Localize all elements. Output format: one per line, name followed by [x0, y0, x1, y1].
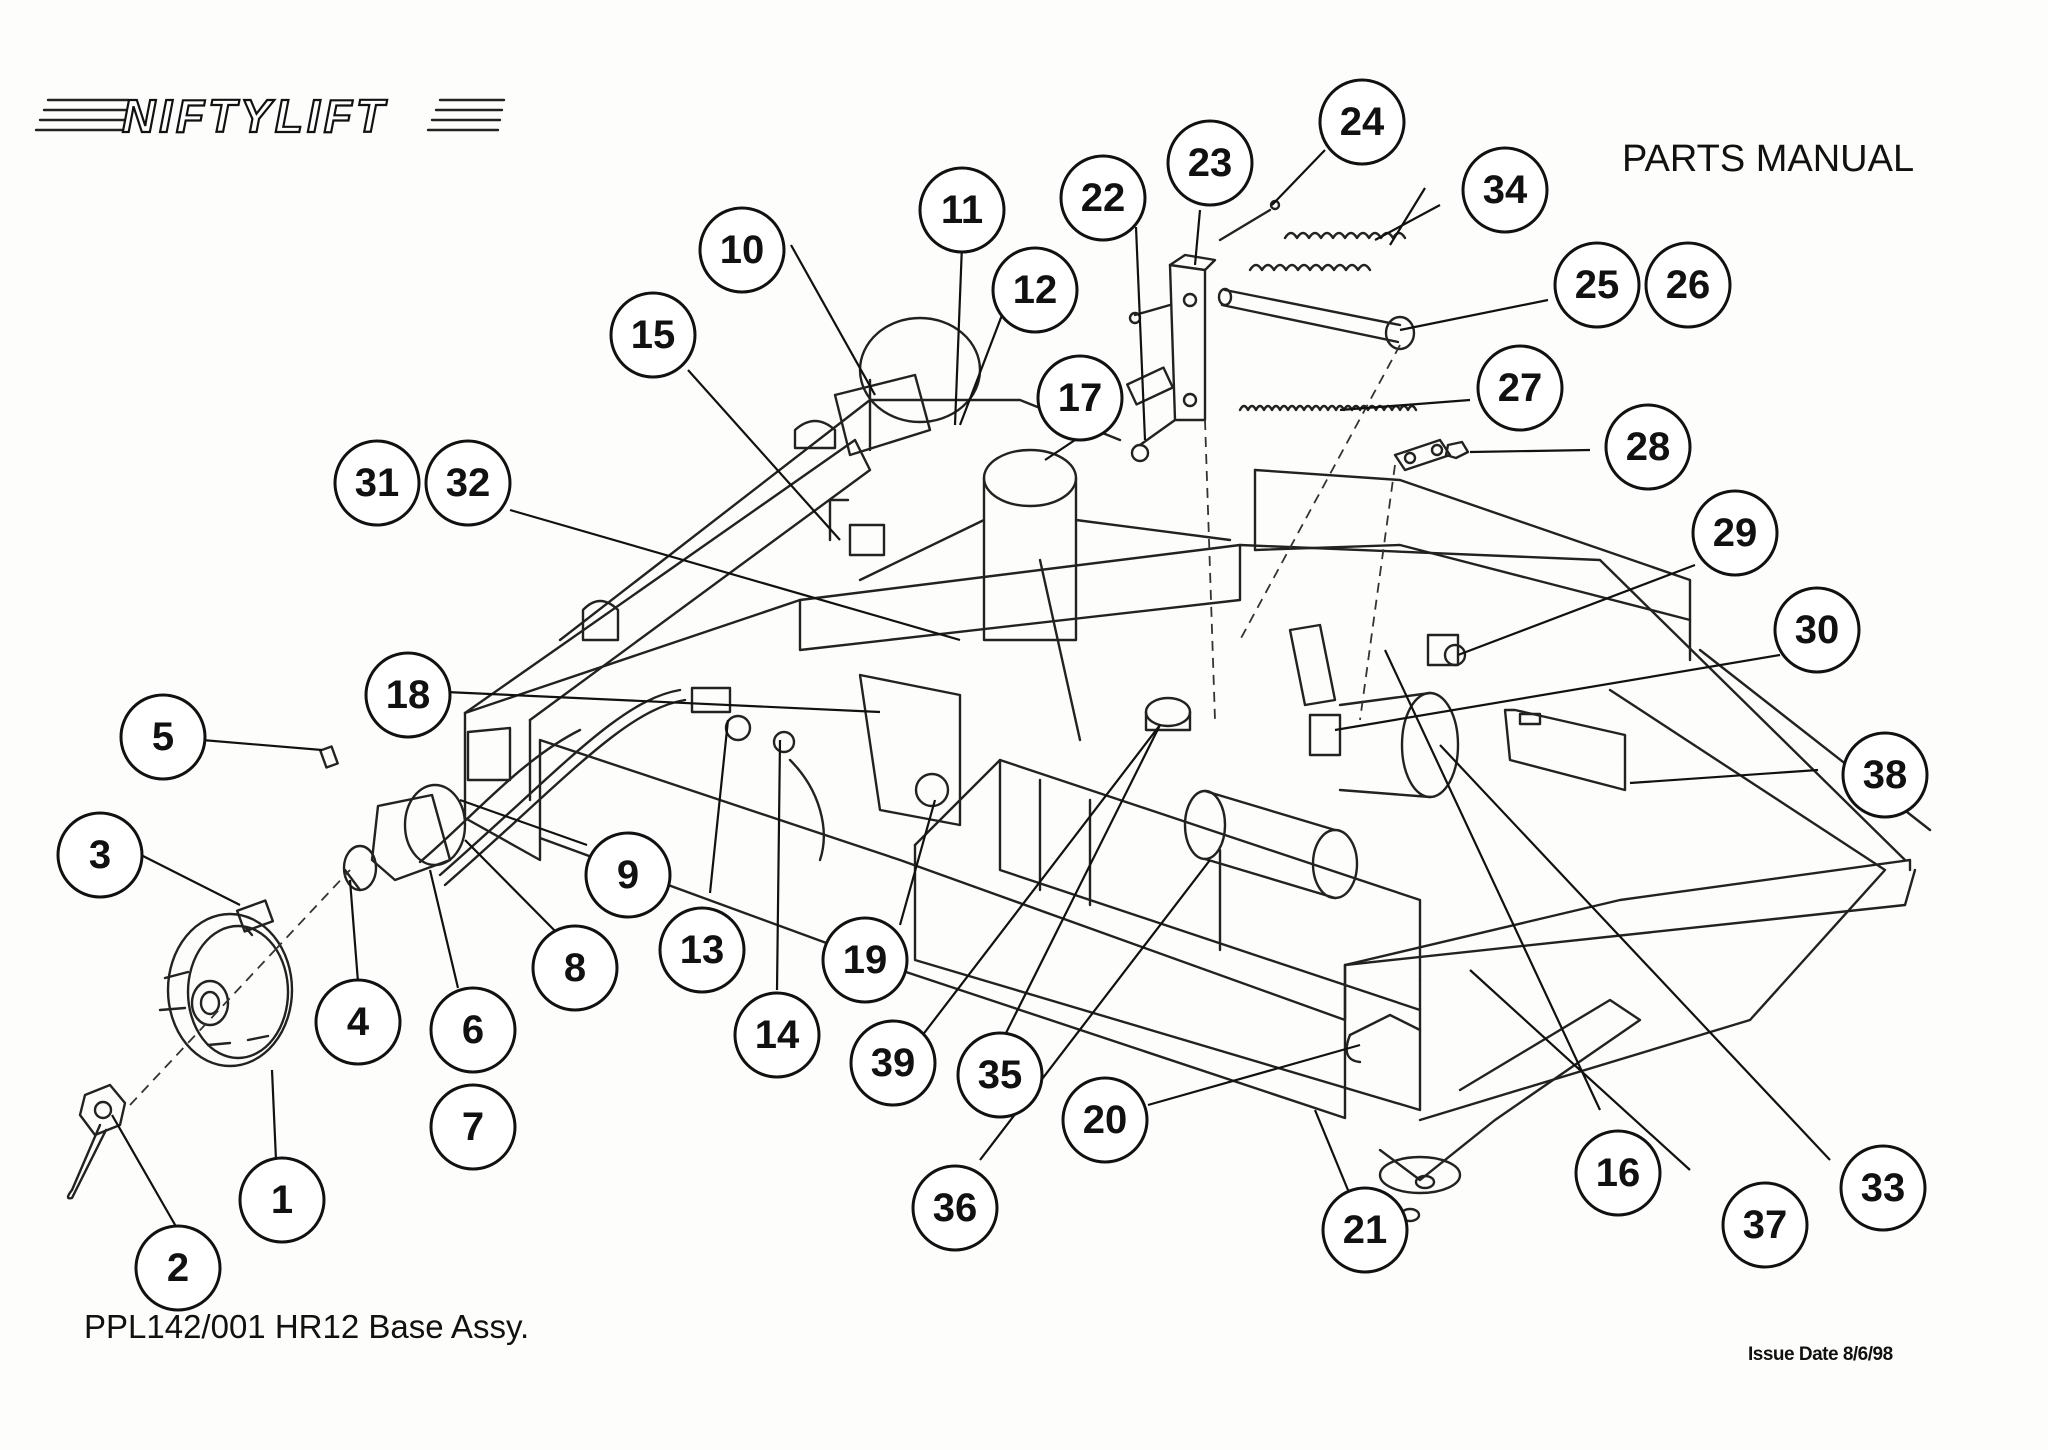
callout-33: 33: [1839, 1144, 1927, 1232]
callout-24: 24: [1318, 78, 1406, 166]
callout-4: 4: [314, 978, 402, 1066]
svg-text:3: 3: [89, 833, 111, 877]
callout-29: 29: [1691, 489, 1779, 577]
svg-text:10: 10: [720, 228, 765, 272]
callout-9: 9: [584, 831, 672, 919]
callouts: 1 2 3 4 5 6 7 8 9 10 11 12 13 14 15 16 1…: [56, 78, 1929, 1312]
svg-text:2: 2: [167, 1246, 189, 1290]
svg-text:36: 36: [933, 1186, 978, 1230]
svg-text:33: 33: [1861, 1166, 1906, 1210]
svg-text:12: 12: [1013, 268, 1058, 312]
svg-text:34: 34: [1483, 168, 1528, 212]
svg-text:18: 18: [386, 673, 431, 717]
svg-text:21: 21: [1343, 1208, 1388, 1252]
callout-30: 30: [1773, 586, 1861, 674]
pivot-pin-assembly: [1126, 199, 1470, 721]
part-number-caption: PPL142/001 HR12 Base Assy.: [84, 1308, 530, 1345]
callout-19: 19: [821, 916, 909, 1004]
callout-11: 11: [918, 166, 1006, 254]
svg-text:6: 6: [462, 1008, 484, 1052]
callout-8: 8: [531, 924, 619, 1012]
callout-18: 18: [364, 651, 452, 739]
callout-17: 17: [1036, 354, 1124, 442]
callout-36: 36: [911, 1164, 999, 1252]
svg-text:14: 14: [755, 1013, 800, 1057]
callout-25: 25: [1553, 241, 1641, 329]
svg-text:8: 8: [564, 946, 586, 990]
svg-text:24: 24: [1340, 100, 1385, 144]
svg-text:4: 4: [347, 1000, 370, 1044]
niftylift-logo: NIFTYLIFT: [34, 89, 506, 143]
callout-38: 38: [1841, 731, 1929, 819]
svg-text:20: 20: [1083, 1098, 1128, 1142]
callout-23: 23: [1166, 119, 1254, 207]
svg-text:17: 17: [1058, 376, 1103, 420]
callout-5: 5: [119, 693, 207, 781]
callout-14: 14: [733, 991, 821, 1079]
svg-text:30: 30: [1795, 608, 1840, 652]
svg-text:28: 28: [1626, 425, 1671, 469]
svg-text:39: 39: [871, 1041, 916, 1085]
svg-text:35: 35: [978, 1053, 1023, 1097]
callout-28: 28: [1604, 403, 1692, 491]
issue-date: Issue Date 8/6/98: [1748, 1344, 1893, 1365]
callout-12: 12: [991, 246, 1079, 334]
callout-22: 22: [1059, 154, 1147, 242]
svg-text:19: 19: [843, 938, 888, 982]
svg-text:11: 11: [941, 188, 983, 232]
svg-text:31: 31: [355, 461, 400, 505]
brand-wordmark: NIFTYLIFT: [122, 90, 388, 142]
callout-6: 6: [429, 986, 517, 1074]
callout-37: 37: [1721, 1181, 1809, 1269]
svg-text:15: 15: [631, 313, 676, 357]
callout-1: 1: [238, 1156, 326, 1244]
svg-text:23: 23: [1188, 141, 1233, 185]
callout-7: 7: [429, 1083, 517, 1171]
svg-text:38: 38: [1863, 753, 1908, 797]
callout-15: 15: [609, 291, 697, 379]
svg-text:27: 27: [1498, 366, 1543, 410]
svg-text:25: 25: [1575, 263, 1620, 307]
callout-27: 27: [1476, 344, 1564, 432]
svg-text:7: 7: [462, 1105, 484, 1149]
callout-16: 16: [1574, 1129, 1662, 1217]
document-type-heading: PARTS MANUAL: [1622, 138, 1915, 180]
chassis-drawing: [418, 316, 1932, 1223]
svg-text:1: 1: [271, 1178, 293, 1222]
svg-text:22: 22: [1081, 176, 1126, 220]
svg-text:26: 26: [1666, 263, 1711, 307]
svg-text:5: 5: [152, 715, 174, 759]
leader-lines: [111, 149, 1831, 1231]
callout-3: 3: [56, 811, 144, 899]
callout-31: 31: [333, 439, 421, 527]
callout-34: 34: [1461, 146, 1549, 234]
svg-text:37: 37: [1743, 1203, 1788, 1247]
callout-26: 26: [1644, 241, 1732, 329]
callout-21: 21: [1321, 1186, 1409, 1274]
callout-39: 39: [849, 1019, 937, 1107]
callout-32: 32: [424, 439, 512, 527]
callout-20: 20: [1061, 1076, 1149, 1164]
svg-text:29: 29: [1713, 511, 1758, 555]
callout-2: 2: [134, 1224, 222, 1312]
wheel-hub-assembly: [66, 745, 467, 1200]
callout-13: 13: [658, 906, 746, 994]
svg-text:32: 32: [446, 461, 491, 505]
callout-35: 35: [956, 1031, 1044, 1119]
callout-10: 10: [698, 206, 786, 294]
svg-text:16: 16: [1596, 1151, 1641, 1195]
svg-text:13: 13: [680, 928, 725, 972]
svg-text:9: 9: [617, 853, 639, 897]
